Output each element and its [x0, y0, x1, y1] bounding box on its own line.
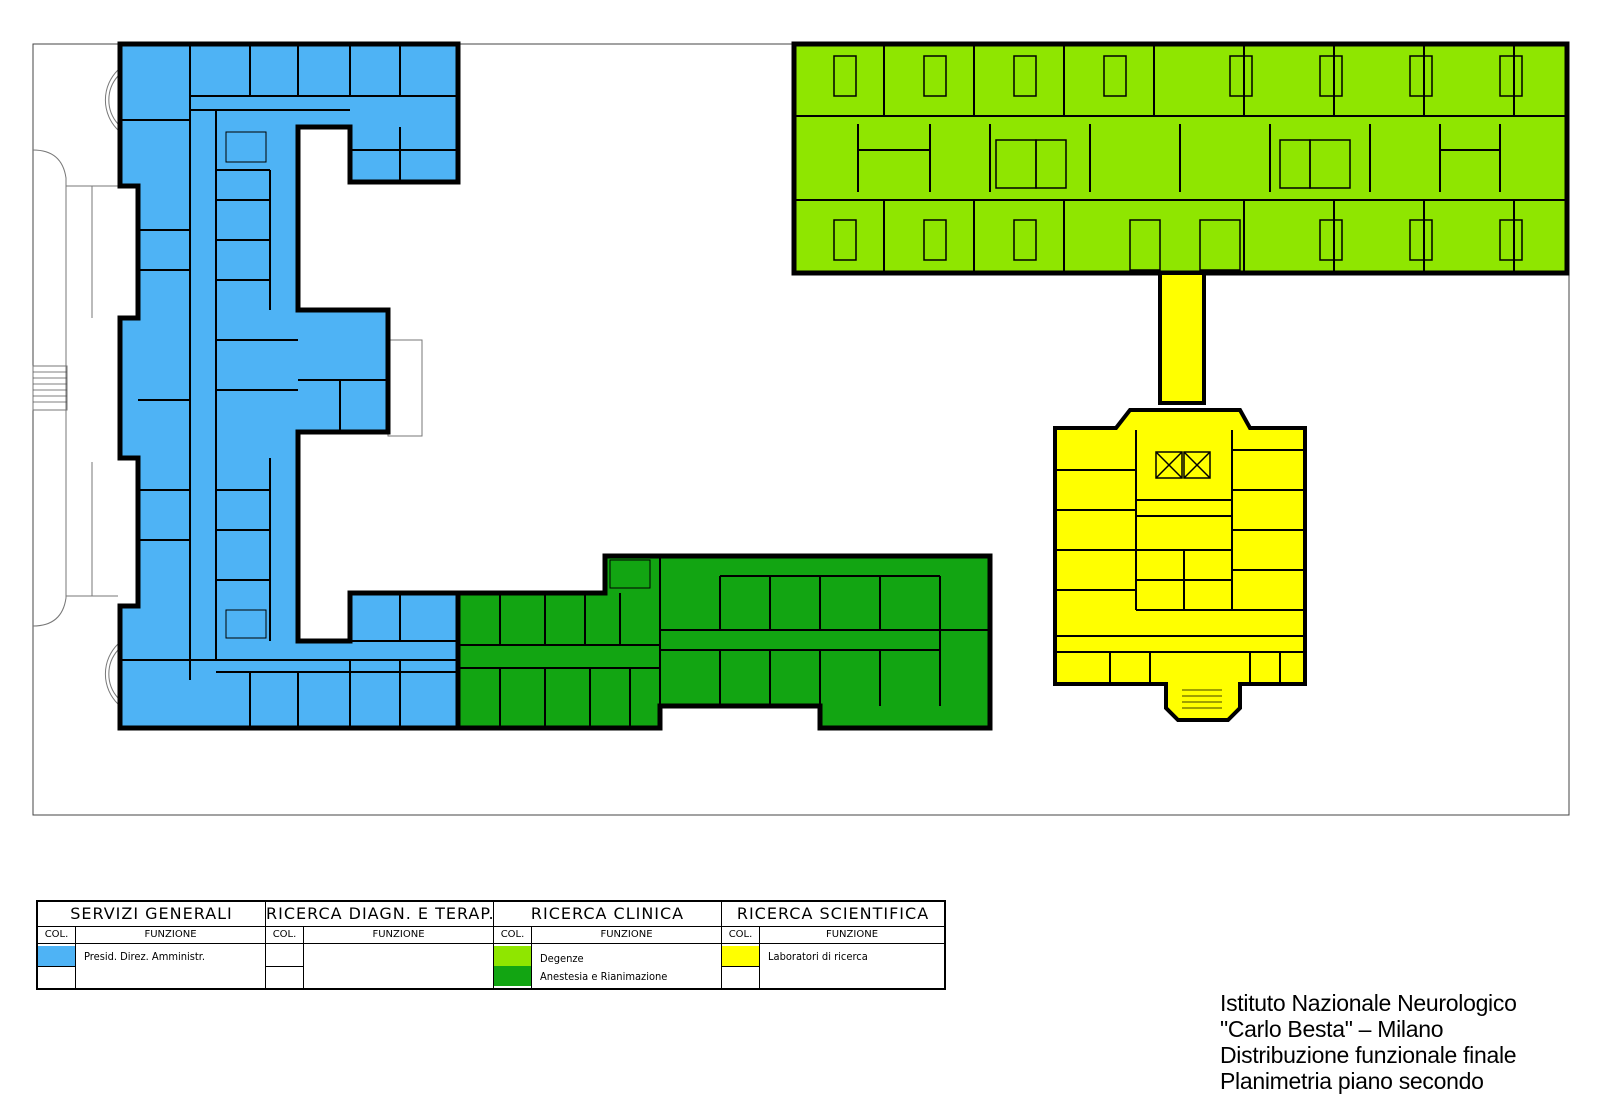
legend-row-divider [722, 966, 759, 967]
title-line-institute: Istituto Nazionale Neurologico [1220, 990, 1517, 1016]
blue-stairs [225, 131, 267, 639]
legend-color-column [266, 944, 304, 988]
building-laboratori [1053, 271, 1307, 722]
legend-row-divider [266, 966, 303, 967]
legend-color-column [722, 944, 760, 988]
legend-swatch [722, 946, 759, 966]
building-anestesia-rianimazione [455, 553, 993, 731]
title-line-floor: Planimetria piano secondo [1220, 1068, 1484, 1094]
legend-label: Anestesia e Rianimazione [540, 970, 668, 983]
legend-section-servizi-generali: SERVIZI GENERALI COL. FUNZIONE Presid. D… [38, 902, 266, 988]
legend-swatch [494, 946, 531, 966]
legend-section-title: RICERCA CLINICA [494, 902, 721, 927]
yellow-internal-walls [1055, 430, 1305, 684]
legend-function-header: FUNZIONE [76, 926, 265, 944]
legend-col-header: COL. [722, 926, 760, 944]
legend-function-header: FUNZIONE [532, 926, 721, 944]
green-stair [609, 559, 651, 589]
title-line-distribution: Distribuzione funzionale finale [1220, 1042, 1517, 1068]
lime-internal-walls [794, 44, 1567, 273]
legend-section-title: RICERCA SCIENTIFICA [722, 902, 944, 927]
legend-color-column [38, 944, 76, 988]
legend-col-header: COL. [266, 926, 304, 944]
entrance-stairs [33, 371, 67, 403]
blue-internal-walls [120, 44, 458, 728]
legend-col-header: COL. [494, 926, 532, 944]
legend-function-header: FUNZIONE [304, 926, 493, 944]
title-line-name-city: "Carlo Besta" – Milano [1220, 1016, 1444, 1042]
legend-col-header: COL. [38, 926, 76, 944]
legend-section-title: RICERCA DIAGN. E TERAP. [266, 902, 493, 927]
legend-row-divider [38, 966, 75, 967]
legend-table: SERVIZI GENERALI COL. FUNZIONE Presid. D… [36, 900, 946, 990]
green-internal-walls [458, 556, 990, 728]
legend-label: Degenze [540, 952, 584, 965]
legend-swatch [38, 946, 75, 966]
legend-function-header: FUNZIONE [760, 926, 944, 944]
lime-bathroom-pods [833, 55, 1523, 271]
legend-section-ricerca-scientifica: RICERCA SCIENTIFICA COL. FUNZIONE Labora… [722, 902, 944, 988]
legend-section-ricerca-clinica: RICERCA CLINICA COL. FUNZIONE Degenze An… [494, 902, 722, 988]
street-outline [32, 69, 423, 705]
yellow-elevators [1155, 451, 1211, 479]
building-servizi-generali [117, 41, 461, 731]
legend-label: Presid. Direz. Amministr. [84, 950, 205, 963]
legend-section-ricerca-diagn: RICERCA DIAGN. E TERAP. COL. FUNZIONE [266, 902, 494, 988]
title-block: Istituto Nazionale Neurologico "Carlo Be… [1220, 990, 1590, 1094]
floor-plan [32, 41, 1570, 816]
legend-section-title: SERVIZI GENERALI [38, 902, 265, 927]
legend-color-column [494, 944, 532, 988]
legend-swatch [494, 966, 531, 986]
yellow-stairs [1182, 689, 1222, 709]
legend-label: Laboratori di ricerca [768, 950, 868, 963]
